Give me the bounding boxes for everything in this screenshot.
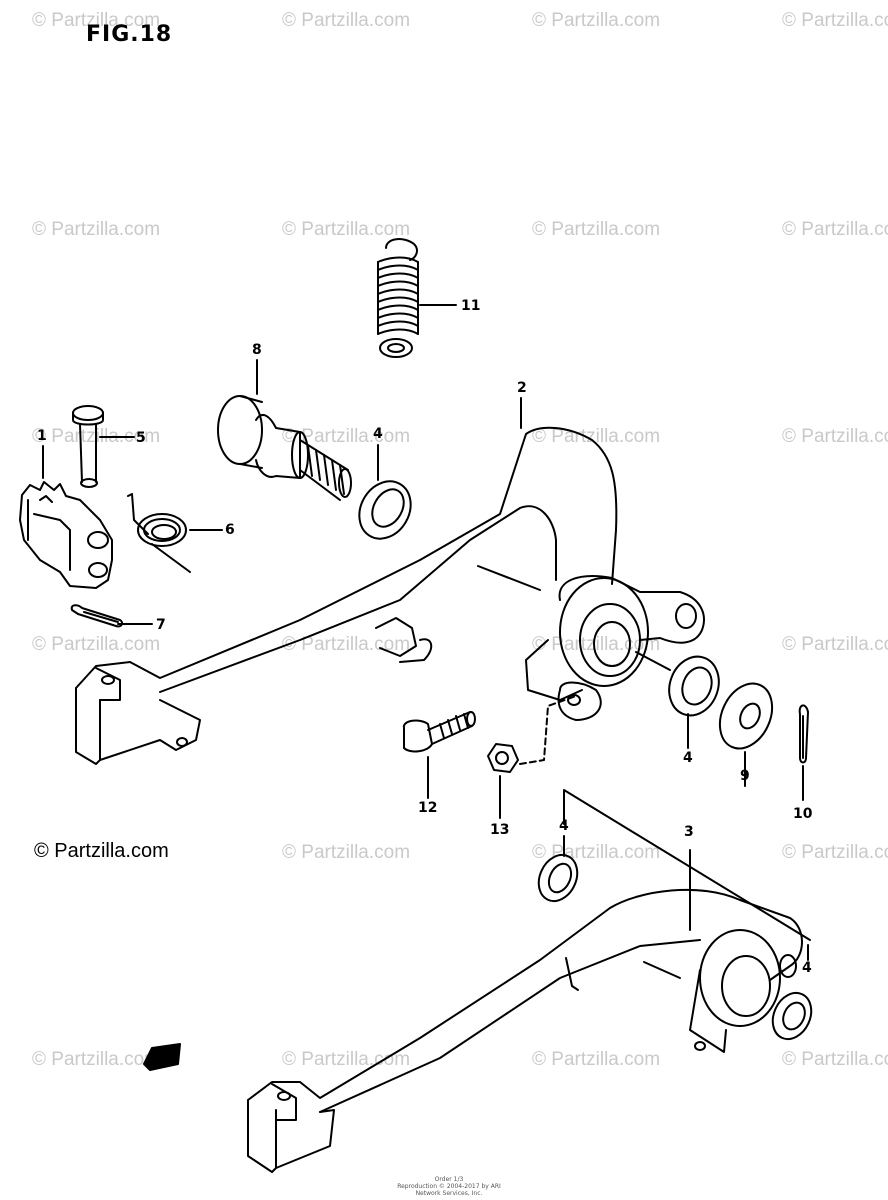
part-5-pin [73, 406, 103, 487]
watermark: © Partzilla.com [782, 634, 888, 655]
part-1-bracket [20, 482, 112, 588]
watermark: © Partzilla.com [32, 634, 161, 655]
watermark: © Partzilla.com [282, 634, 411, 655]
part-4-oil-seal [349, 472, 421, 548]
figure-title: FIG.18 [86, 22, 173, 47]
watermark: © Partzilla.com [782, 1049, 888, 1070]
watermark: © Partzilla.com [282, 10, 411, 31]
copyright-notice: © Partzilla.com [34, 840, 169, 862]
part-6-spring [128, 494, 190, 572]
part-2-brake-pedal [76, 428, 704, 764]
footer: Order 1/3 Reproduction © 2004-2017 by AR… [384, 1176, 514, 1197]
watermark: © Partzilla.com [282, 426, 411, 447]
callout-13: 13 [490, 822, 510, 838]
part-7-cotter-pin [72, 605, 122, 626]
watermark: © Partzilla.com [32, 219, 161, 240]
watermark: © Partzilla.com [532, 634, 661, 655]
part-10-cotter-pin [800, 705, 808, 762]
watermark: © Partzilla.com [282, 1049, 411, 1070]
watermark: © Partzilla.com [282, 842, 411, 863]
callout-4: 4 [802, 960, 812, 976]
callout-1: 1 [37, 428, 47, 444]
watermark: © Partzilla.com [532, 10, 661, 31]
callout-2: 2 [517, 380, 527, 396]
watermark: © Partzilla.com [782, 219, 888, 240]
part-3-brake-pedal [248, 790, 810, 1172]
callout-4: 4 [373, 426, 383, 442]
watermark: © Partzilla.com [32, 1049, 161, 1070]
front-direction-icon [144, 1044, 180, 1070]
assembly-line [520, 696, 576, 764]
callout-12: 12 [418, 800, 438, 816]
part-13-nut [488, 744, 518, 772]
part-12-bolt [404, 712, 475, 751]
watermark: © Partzilla.com [532, 1049, 661, 1070]
watermark: © Partzilla.com [282, 219, 411, 240]
callout-4: 4 [559, 818, 569, 834]
callout-8: 8 [252, 342, 262, 358]
watermark: © Partzilla.com [532, 426, 661, 447]
part-11-spring [378, 239, 418, 357]
callout-6: 6 [225, 522, 235, 538]
callout-11: 11 [461, 298, 481, 314]
part-4-oil-seal [766, 987, 819, 1046]
footer-line: Reproduction © 2004-2017 by ARI Network … [397, 1183, 501, 1197]
part-4-oil-seal [532, 849, 585, 908]
part-9-washer [710, 675, 782, 757]
part-8-pivot-shaft [218, 396, 351, 500]
callout-7: 7 [156, 617, 166, 633]
watermark: © Partzilla.com [782, 426, 888, 447]
watermark: © Partzilla.com [782, 842, 888, 863]
callout-3: 3 [684, 824, 694, 840]
callout-4: 4 [683, 750, 693, 766]
callout-5: 5 [136, 430, 146, 446]
watermark: © Partzilla.com [532, 219, 661, 240]
footer-line: Order 1/3 [434, 1176, 464, 1183]
callout-10: 10 [793, 806, 813, 822]
watermark: © Partzilla.com [782, 10, 888, 31]
leader-line [636, 652, 670, 670]
part-4-oil-seal [661, 650, 727, 723]
callout-9: 9 [740, 768, 750, 784]
watermark: © Partzilla.com [32, 10, 161, 31]
